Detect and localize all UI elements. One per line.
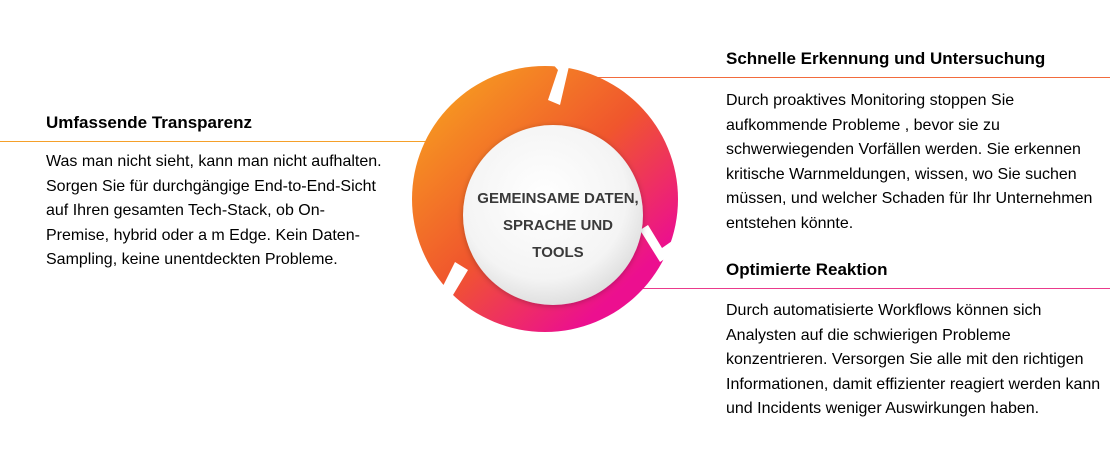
center-label: GEMEINSAME DATEN, SPRACHE UND TOOLS: [458, 185, 658, 266]
top-right-connector-line: [572, 77, 1110, 78]
cycle-diagram: [412, 42, 680, 332]
left-section-title: Umfassende Transparenz: [46, 113, 252, 132]
left-section-body: Was man nicht sieht, kann man nicht aufh…: [46, 153, 382, 268]
bottom-right-connector-line: [640, 288, 1110, 289]
bottom-right-section-body: Durch automatisierte Workflows können si…: [726, 302, 1101, 417]
bottom-right-section-title: Optimierte Reaktion: [726, 260, 888, 279]
center-disc: [463, 125, 643, 305]
left-connector-line: [0, 141, 470, 142]
top-right-section-title: Schnelle Erkennung und Untersuchung: [726, 49, 1046, 68]
arrow-seam-left: [425, 262, 468, 322]
top-right-section-body: Durch proaktives Monitoring stoppen Sie …: [726, 92, 1093, 232]
arrow-seam-top: [542, 42, 570, 105]
center-label-line-3: TOOLS: [532, 244, 584, 261]
center-label-line-2: SPRACHE UND: [502, 217, 613, 234]
center-label-line-1: GEMEINSAME DATEN,: [477, 190, 639, 207]
arrow-seam-right: [640, 225, 680, 262]
